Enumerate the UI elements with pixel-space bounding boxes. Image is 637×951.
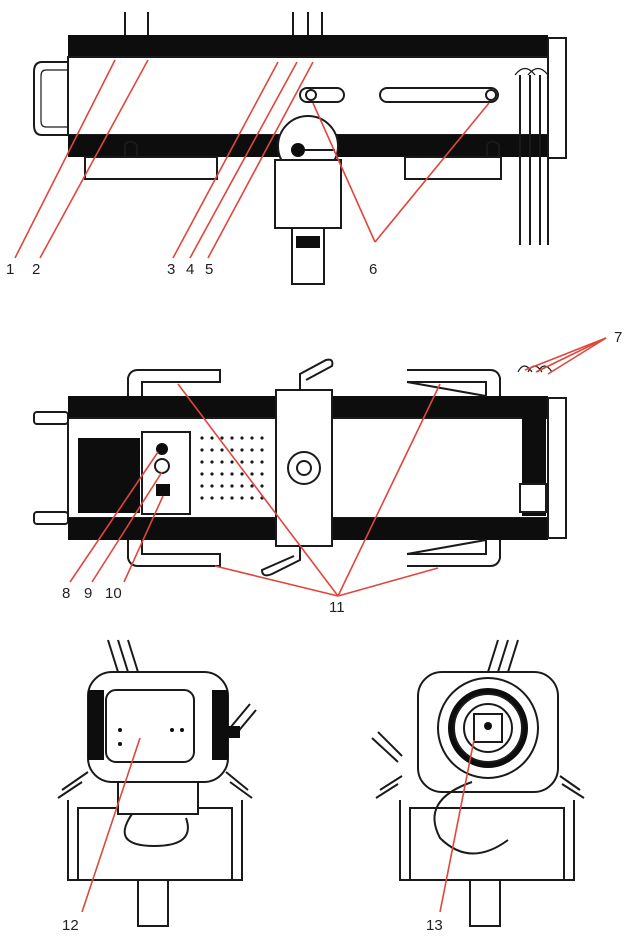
callout-label-11: 11 bbox=[329, 599, 345, 616]
front-view bbox=[371, 639, 585, 927]
side-front-foot bbox=[404, 156, 502, 180]
top-control-panel bbox=[141, 431, 191, 515]
callout-label-5: 5 bbox=[205, 261, 213, 278]
top-view bbox=[33, 358, 567, 577]
callout-label-2: 2 bbox=[32, 261, 40, 278]
callout-line-12 bbox=[81, 737, 141, 913]
power-connector-icon bbox=[154, 458, 170, 474]
top-handle-rear-lower bbox=[127, 540, 221, 567]
front-side-lever bbox=[371, 731, 403, 763]
side-view bbox=[33, 12, 567, 285]
top-callout-lines bbox=[69, 337, 607, 597]
callout-label-13: 13 bbox=[426, 917, 443, 934]
side-yoke-block bbox=[274, 159, 342, 229]
top-vent-grille bbox=[78, 438, 140, 513]
callout-label-10: 10 bbox=[105, 585, 122, 602]
callout-label-6: 6 bbox=[369, 261, 377, 278]
callout-label-8: 8 bbox=[62, 585, 70, 602]
side-rear-foot bbox=[84, 156, 218, 180]
top-front-cap bbox=[547, 397, 567, 539]
top-handle-front-lower bbox=[406, 538, 501, 567]
top-upper-lever bbox=[299, 358, 334, 390]
callout-label-4: 4 bbox=[186, 261, 194, 278]
rear-panel bbox=[105, 689, 195, 763]
callout-label-9: 9 bbox=[84, 585, 92, 602]
callout-line-13 bbox=[439, 739, 475, 913]
callout-label-3: 3 bbox=[167, 261, 175, 278]
callout-label-7: 7 bbox=[614, 329, 622, 346]
power-switch bbox=[156, 484, 170, 496]
side-callout-lines bbox=[14, 59, 490, 259]
side-top-band bbox=[68, 35, 548, 57]
rear-lamp-housing bbox=[117, 781, 199, 815]
front-mount-post bbox=[469, 879, 501, 927]
side-front-cap bbox=[547, 37, 567, 159]
top-handle-rear-upper bbox=[127, 369, 221, 396]
side-rear-handle bbox=[33, 61, 68, 136]
rear-mount-post bbox=[137, 879, 169, 927]
callout-label-12: 12 bbox=[62, 917, 79, 934]
top-perforation bbox=[200, 436, 264, 500]
top-lower-lever bbox=[260, 546, 301, 577]
top-handle-front-upper bbox=[406, 369, 501, 398]
rear-view bbox=[57, 639, 257, 927]
callout-label-1: 1 bbox=[6, 261, 14, 278]
